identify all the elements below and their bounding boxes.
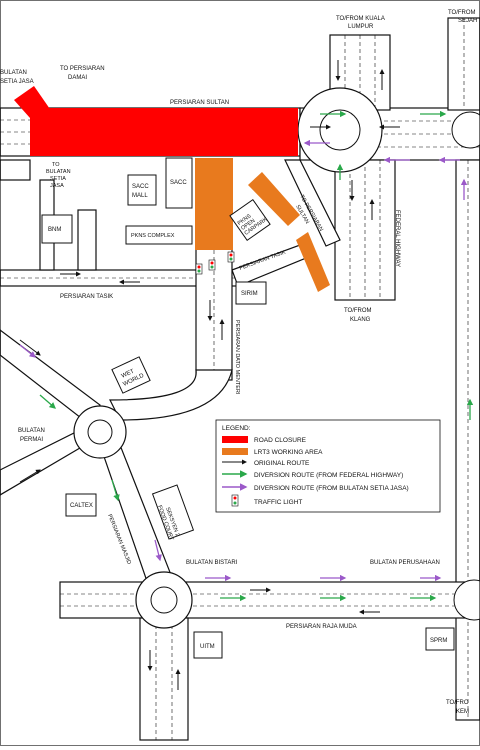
svg-text:LUMPUR: LUMPUR [348, 24, 374, 30]
svg-text:TO: TO [52, 162, 60, 168]
svg-text:PERSIARAN DATO MENTERI: PERSIARAN DATO MENTERI [234, 320, 240, 395]
legend-title: LEGEND: [222, 425, 251, 432]
road-south-bistari [139, 617, 189, 741]
svg-text:PERMAI: PERMAI [20, 437, 43, 443]
legend-label-road-closure: ROAD CLOSURE [254, 437, 307, 444]
svg-text:CALTEX: CALTEX [70, 503, 93, 509]
building-bnm [41, 214, 73, 244]
svg-text:JASA: JASA [50, 183, 64, 189]
building-pkns-complex [125, 225, 193, 245]
svg-text:PKNS COMPLEX: PKNS COMPLEX [131, 233, 175, 239]
traffic-light-3 [195, 263, 203, 275]
svg-text:BULATAN: BULATAN [0, 70, 27, 76]
svg-text:TO/FROM: TO/FROM [448, 10, 476, 16]
building-sacc [165, 157, 193, 209]
building-sacc-mall [127, 174, 157, 206]
svg-text:SETIA: SETIA [50, 176, 66, 182]
svg-text:UITM: UITM [200, 644, 215, 650]
svg-text:MALL: MALL [132, 193, 148, 199]
svg-text:PERSIARAN TASIK: PERSIARAN TASIK [60, 294, 113, 300]
svg-text:TO PERSIARAN: TO PERSIARAN [60, 66, 105, 72]
svg-text:BULATAN: BULATAN [18, 428, 45, 434]
legend-label-diversion-setia: DIVERSION ROUTE (FROM BULATAN SETIA JASA… [254, 485, 409, 492]
lrt3-area-diagonal-2 [296, 232, 330, 292]
diversion-setia-jasa-arrows [19, 139, 468, 582]
original-route-arrows [19, 60, 400, 690]
svg-text:WET: WET [121, 368, 136, 379]
svg-text:KEM: KEM [456, 709, 469, 715]
roundabout-sejahtera [451, 111, 480, 149]
svg-text:BNM: BNM [48, 227, 61, 233]
building-seksyen2 [151, 484, 195, 540]
svg-text:TO/FROM: TO/FROM [344, 308, 372, 314]
svg-text:PERSIARAN SULTAN: PERSIARAN SULTAN [170, 100, 229, 106]
legend-label-traffic-light: TRAFFIC LIGHT [254, 499, 302, 506]
roundabout-perusahaan [453, 579, 480, 621]
legend-label-original: ORIGINAL ROUTE [254, 460, 310, 467]
building-sirim [235, 281, 267, 305]
building-wet-world [111, 356, 151, 394]
legend-swatch-lrt3 [222, 448, 248, 455]
building-sprm [425, 627, 455, 651]
building-pkns-carpark [229, 198, 271, 242]
traffic-light-2 [227, 251, 235, 263]
road-to-persiaran-sultan [284, 159, 341, 247]
svg-text:SIRIM: SIRIM [241, 291, 258, 297]
road-closure-area [30, 108, 298, 156]
building-caltex [65, 493, 97, 517]
svg-text:BULATAN: BULATAN [46, 169, 71, 175]
legend-swatch-road-closure [222, 436, 248, 443]
svg-text:BULATAN BISTARI: BULATAN BISTARI [186, 560, 238, 566]
legend-swatch-traffic-light [231, 494, 239, 507]
svg-text:TO/FROM KUALA: TO/FROM KUALA [336, 16, 385, 22]
svg-text:SACC: SACC [170, 180, 187, 186]
legend-label-diversion-federal: DIVERSION ROUTE (FROM FEDERAL HIGHWAY) [254, 472, 403, 479]
svg-text:DAMAI: DAMAI [68, 75, 87, 81]
building-labels: SACC MALL SACC BNM PKNS COMPLEX PKNS OPE… [48, 180, 447, 650]
diversion-federal-arrows [39, 110, 474, 602]
svg-text:SETIA JASA: SETIA JASA [0, 79, 34, 85]
traffic-light-1 [208, 259, 216, 271]
svg-text:SEJAH: SEJAH [458, 18, 477, 24]
svg-text:FEDERAL HIGHWAY: FEDERAL HIGHWAY [394, 210, 400, 267]
lrt3-area-diagonal-1 [248, 172, 300, 226]
svg-text:SACC: SACC [132, 184, 149, 190]
svg-text:TO/FRO: TO/FRO [446, 700, 469, 706]
svg-text:PERSIARAN RAJA MUDA: PERSIARAN RAJA MUDA [286, 624, 357, 630]
road-closure-setia-jasa [14, 86, 52, 118]
svg-text:BULATAN PERUSAHAAN: BULATAN PERUSAHAAN [370, 560, 440, 566]
road-curve-wet-world [109, 369, 233, 421]
lrt3-area-main [195, 158, 233, 250]
legend: LEGEND: ROAD CLOSURE LRT3 WORKING AREA O… [215, 419, 441, 513]
svg-text:SPRM: SPRM [430, 638, 447, 644]
svg-text:KLANG: KLANG [350, 317, 371, 323]
road-persiaran-raja-muda [59, 581, 480, 619]
legend-label-lrt3: LRT3 WORKING AREA [254, 449, 323, 456]
building-uitm [193, 631, 223, 659]
